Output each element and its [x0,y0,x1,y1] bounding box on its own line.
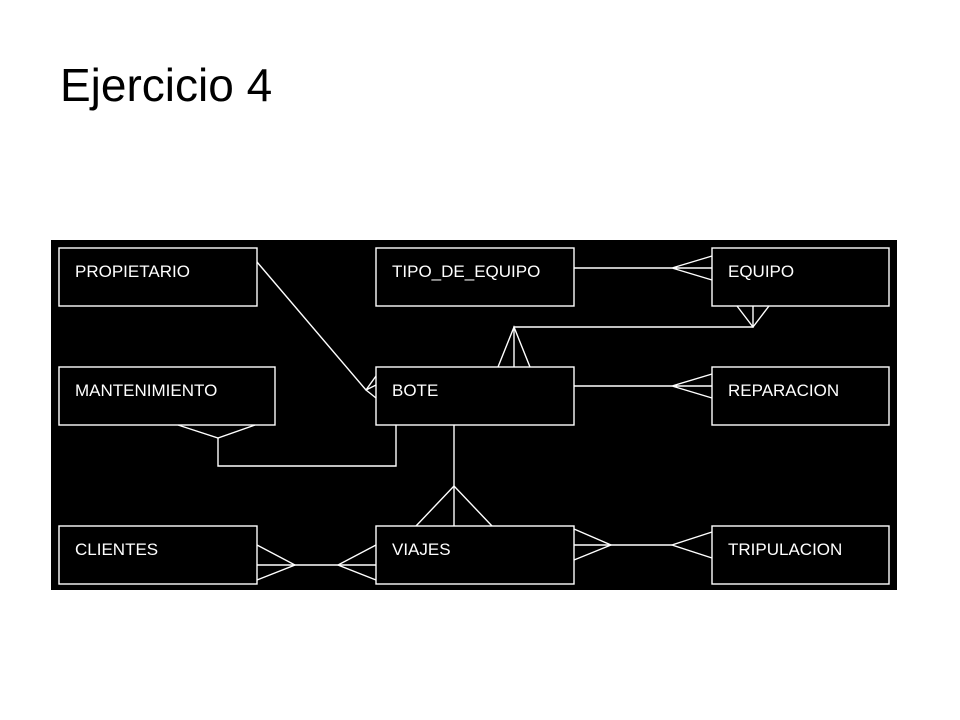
crowsfoot-viajes-clientes [336,544,377,581]
entity-box-propietario [58,247,258,307]
crowsfoot-bote-equipo [497,325,531,368]
crowsfoot-bote-propietario [365,375,377,399]
er-diagram: PROPIETARIO TIPO_DE_EQUIPO EQUIPO MANTEN… [51,240,897,590]
relationship-lines [177,255,770,581]
crowsfoot-reparacion-bote [671,373,713,399]
entity-box-reparacion [711,366,890,426]
crowsfoot-tripulacion-viajes [669,531,713,559]
entity-label-reparacion: REPARACION [728,381,839,400]
crowsfoot-viajes-bote [415,484,493,527]
entity-label-tipo-de-equipo: TIPO_DE_EQUIPO [392,262,540,281]
crowsfoot-mantenimiento-bote [177,424,256,439]
entity-box-viajes [375,525,575,585]
entity-box-bote [375,366,575,426]
entity-label-mantenimiento: MANTENIMIENTO [75,381,217,400]
entity-box-mantenimiento [58,366,276,426]
entity-labels: PROPIETARIO TIPO_DE_EQUIPO EQUIPO MANTEN… [75,262,842,559]
entity-label-propietario: PROPIETARIO [75,262,190,281]
entity-box-clientes [58,525,258,585]
entity-box-equipo [711,247,890,307]
entity-box-tripulacion [711,525,890,585]
line-bote-mantenimiento [217,425,397,467]
crowsfoot-equipo-bote [736,305,770,329]
line-propietario-bote [256,261,367,391]
entity-label-clientes: CLIENTES [75,540,158,559]
crowsfoot-equipo-tipo [671,255,713,281]
entity-box-tipo-de-equipo [375,247,575,307]
entity-label-equipo: EQUIPO [728,262,794,281]
diagram-background [51,240,897,590]
er-diagram-canvas: PROPIETARIO TIPO_DE_EQUIPO EQUIPO MANTEN… [51,240,897,590]
crowsfoot-viajes-tripulacion [573,528,613,561]
entity-boxes [58,247,890,585]
entity-label-tripulacion: TRIPULACION [728,540,842,559]
slide-title: Ejercicio 4 [60,59,273,111]
line-bote-equipo [513,306,754,367]
crowsfoot-clientes-viajes [256,544,297,581]
entity-label-bote: BOTE [392,381,438,400]
entity-label-viajes: VIAJES [392,540,451,559]
